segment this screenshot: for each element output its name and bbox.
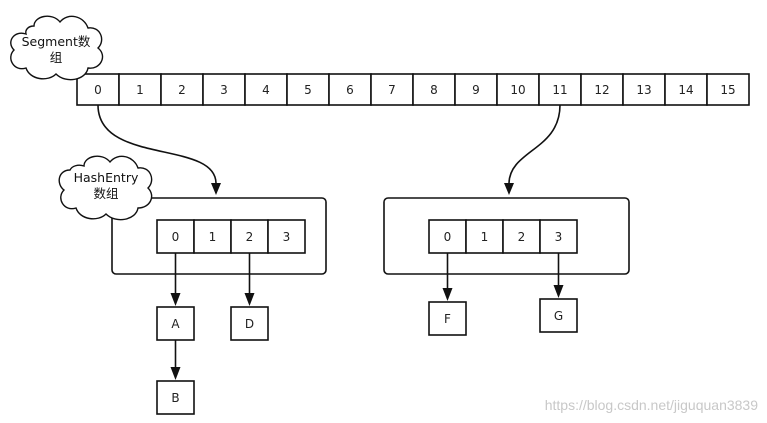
segment-cell: 9 — [454, 73, 498, 106]
segment-array-label: Segment数 — [22, 34, 91, 49]
segment-cell-label: 3 — [220, 83, 228, 97]
segment-cell-label: 12 — [594, 83, 609, 97]
segment-cell-label: 1 — [136, 83, 144, 97]
hashentry-cell-label: 3 — [283, 230, 291, 244]
entry-node-g: G — [539, 298, 578, 333]
hashentry-cell-label: 1 — [209, 230, 217, 244]
segment-cell-label: 5 — [304, 83, 312, 97]
chain-arrow — [170, 340, 181, 380]
segment-cell-label: 7 — [388, 83, 396, 97]
segment-cell-label: 10 — [510, 83, 525, 97]
hashentry-cell: 2 — [502, 219, 541, 254]
watermark-text: https://blog.csdn.net/jiguquan3839 — [545, 397, 758, 413]
hashentry-cell-label: 0 — [172, 230, 180, 244]
hashentry-cell: 1 — [193, 219, 232, 254]
hashentry-cell-label: 3 — [555, 230, 563, 244]
hashentry-cell: 0 — [428, 219, 467, 254]
segment-cell-label: 15 — [720, 83, 735, 97]
segment-cell: 10 — [496, 73, 540, 106]
segment-cell-label: 6 — [346, 83, 354, 97]
segment-cell: 15 — [706, 73, 750, 106]
segment-cell: 14 — [664, 73, 708, 106]
hashentry-table: 0 1 2 3 — [111, 197, 327, 275]
segment-cell: 6 — [328, 73, 372, 106]
hashentry-array-label: HashEntry — [74, 170, 139, 185]
hashentry-cell: 3 — [267, 219, 306, 254]
segment-cell: 5 — [286, 73, 330, 106]
segment-cell-label: 4 — [262, 83, 270, 97]
segment-array-label: 组 — [50, 50, 63, 65]
segment-cell-label: 0 — [94, 83, 102, 97]
hashentry-cell: 3 — [539, 219, 578, 254]
segment-pointer — [97, 104, 221, 195]
segment-cell: 3 — [202, 73, 246, 106]
segment-cell: 7 — [370, 73, 414, 106]
entry-node-label: A — [171, 317, 180, 331]
entry-node-label: D — [245, 317, 254, 331]
segment-cell-label: 11 — [552, 83, 567, 97]
entry-node-a: A — [156, 306, 195, 341]
hashentry-cell: 1 — [465, 219, 504, 254]
hashentry-array-cloud: HashEntry 数组 — [58, 155, 153, 221]
segment-array-cloud: Segment数 组 — [10, 15, 104, 81]
segment-cell: 13 — [622, 73, 666, 106]
segment-cell: 0 — [76, 73, 120, 106]
hashentry-cell: 2 — [230, 219, 269, 254]
chain-arrow — [553, 253, 564, 298]
segment-pointer — [504, 104, 561, 195]
entry-node-b: B — [156, 380, 195, 415]
hashentry-cell-label: 2 — [246, 230, 254, 244]
segment-cell-label: 2 — [178, 83, 186, 97]
hashentry-cell: 0 — [156, 219, 195, 254]
segment-cell-label: 14 — [678, 83, 693, 97]
entry-node-label: B — [171, 391, 179, 405]
hashentry-cell-label: 0 — [444, 230, 452, 244]
entry-node-f: F — [428, 301, 467, 336]
chain-arrow — [170, 253, 181, 306]
segment-cell: 1 — [118, 73, 162, 106]
segment-cell-label: 8 — [430, 83, 438, 97]
entry-node-d: D — [230, 306, 269, 341]
entry-node-label: G — [554, 309, 563, 323]
segment-cell: 8 — [412, 73, 456, 106]
segment-cell: 4 — [244, 73, 288, 106]
hashentry-array-label: 数组 — [93, 186, 118, 201]
segment-cell: 12 — [580, 73, 624, 106]
hashentry-cell-label: 2 — [518, 230, 526, 244]
segment-cell: 2 — [160, 73, 204, 106]
segment-array: 0 1 2 3 4 5 6 7 8 9 10 11 12 13 14 15 — [76, 73, 750, 106]
segment-cell-label: 13 — [636, 83, 651, 97]
chain-arrow — [442, 253, 453, 301]
hashentry-cell-label: 1 — [481, 230, 489, 244]
entry-node-label: F — [444, 312, 451, 326]
chain-arrow — [244, 253, 255, 306]
segment-cell: 11 — [538, 73, 582, 106]
segment-cell-label: 9 — [472, 83, 480, 97]
hashentry-table: 0 1 2 3 — [383, 197, 630, 275]
